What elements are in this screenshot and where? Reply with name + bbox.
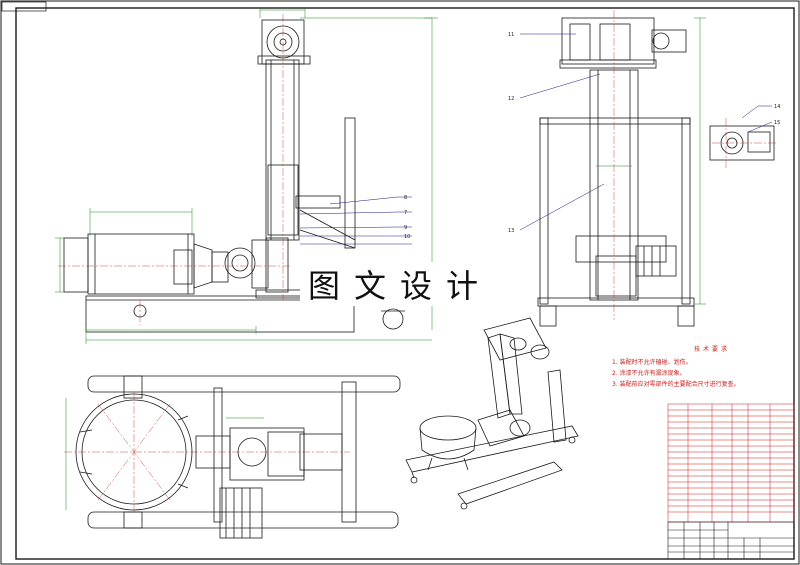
top-view-dimensions (65, 398, 264, 510)
part-balloon: 7 (404, 210, 407, 216)
part-balloon: 11 (508, 32, 514, 38)
tech-requirement-line: 3. 装配前应对零部件的主要配合尺寸进行复查。 (612, 381, 740, 388)
side-view-leaders (519, 33, 773, 231)
part-balloons: 11 12 13 8 9 7 10 14 15 (404, 32, 780, 240)
title-block (667, 403, 795, 523)
title-block-lower (667, 521, 795, 560)
part-balloon: 9 (404, 225, 407, 231)
tech-requirement-line: 1. 装配时不允许磕碰、划伤。 (612, 359, 692, 366)
tech-requirements-title: 技术要求 (693, 346, 730, 353)
top-view-centerlines (64, 392, 350, 512)
top-view (75, 375, 401, 539)
front-view-leaders (299, 196, 412, 245)
part-balloon: 12 (508, 96, 514, 102)
watermark: 图文设计 (300, 262, 500, 306)
tech-requirement-line: 2. 涂漆不允许有漏涂现象。 (612, 370, 686, 377)
front-view-centerlines (58, 14, 290, 325)
part-balloon: 10 (404, 234, 410, 240)
isometric-view (405, 317, 579, 510)
side-view-dimensions (596, 17, 706, 305)
tech-requirements: 技术要求 1. 装配时不允许磕碰、划伤。 2. 涂漆不允许有漏涂现象。 3. 装… (612, 344, 792, 390)
side-view-centerlines (613, 10, 776, 320)
part-balloon: 14 (774, 104, 780, 110)
part-balloon: 8 (404, 195, 407, 201)
part-balloon: 15 (774, 120, 780, 126)
side-view (537, 17, 695, 327)
part-balloon: 13 (508, 228, 514, 234)
